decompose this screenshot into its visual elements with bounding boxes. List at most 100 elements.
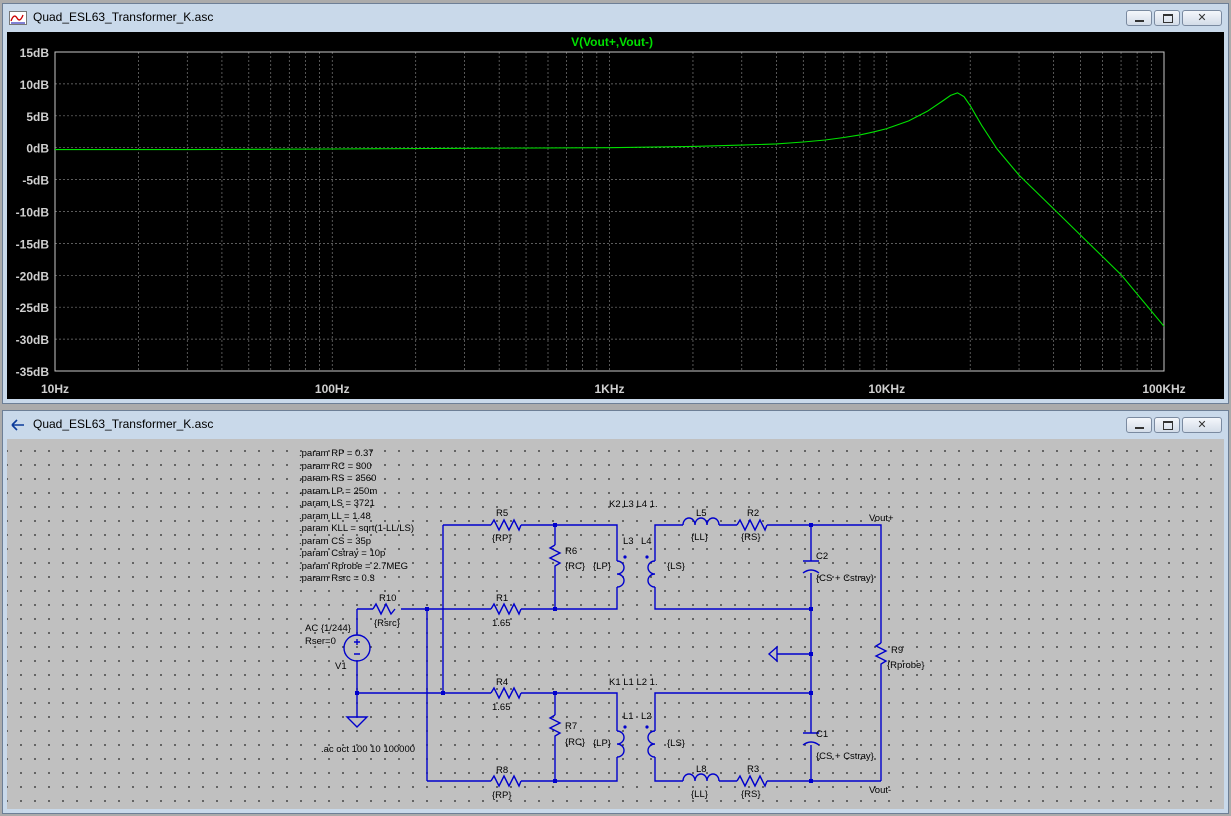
r8-value[interactable]: {RP} [492, 790, 512, 801]
r7-value[interactable]: {RC} [565, 737, 585, 748]
junctions [355, 523, 813, 783]
param-kll[interactable]: .param KLL = sqrt(1-LL/LS) [299, 523, 414, 534]
r6-name[interactable]: R6 [565, 546, 577, 557]
l3-value[interactable]: {LP} [593, 561, 611, 572]
waveform-window-title: Quad_ESL63_Transformer_K.asc [33, 10, 214, 24]
net-label-vout-plus[interactable]: Vout+ [869, 513, 894, 524]
param-rprobe[interactable]: .param Rprobe = 2.7MEG [299, 561, 408, 572]
schematic-drawing[interactable]: .param RP = 0.37 .param RC = 300 .param … [7, 439, 1226, 811]
y-tick-label: -35dB [16, 365, 50, 379]
maximize-icon[interactable] [1154, 417, 1180, 433]
l4-name[interactable]: L4 [641, 536, 652, 547]
r2-value[interactable]: {RS} [741, 532, 761, 543]
trace-line[interactable] [55, 92, 1165, 327]
r8-name[interactable]: R8 [496, 765, 508, 776]
param-rsrc[interactable]: .param Rsrc = 0.3 [299, 573, 375, 584]
param-lp[interactable]: .param LP = 250m [299, 486, 377, 497]
r10-name[interactable]: R10 [379, 593, 396, 604]
y-tick-label: -30dB [16, 333, 50, 347]
resistor-r7 [548, 714, 562, 741]
r4-value[interactable]: 1.65 [492, 702, 511, 713]
y-tick-label: 15dB [20, 46, 50, 60]
r3-name[interactable]: R3 [747, 764, 759, 775]
l1-name[interactable]: L1 [623, 711, 634, 722]
schematic-app-icon [11, 419, 24, 431]
c1-value[interactable]: {CS + Cstray} [816, 751, 874, 762]
source-value[interactable]: AC {1/244} [305, 623, 351, 634]
r9-name[interactable]: R9 [891, 645, 903, 656]
y-tick-label: 5dB [26, 110, 49, 124]
y-tick-label: -10dB [16, 206, 50, 220]
capacitor-c1 [802, 732, 820, 746]
ground-icon [345, 645, 778, 728]
schematic-titlebar[interactable]: Quad_ESL63_Transformer_K.asc [3, 411, 1228, 439]
source-name[interactable]: V1 [335, 661, 347, 672]
x-tick-label: 10KHz [868, 382, 905, 396]
plot-frame [54, 51, 1165, 372]
schematic-canvas[interactable]: .param RP = 0.37 .param RC = 300 .param … [7, 439, 1224, 809]
capacitor-c2 [802, 560, 820, 574]
l5-name[interactable]: L5 [696, 508, 707, 519]
resistor-r5 [490, 518, 522, 532]
r2-name[interactable]: R2 [747, 508, 759, 519]
y-tick-label: 10dB [20, 78, 50, 92]
coupling-dots [623, 555, 649, 729]
l3-name[interactable]: L3 [623, 536, 634, 547]
waveform-window: Quad_ESL63_Transformer_K.asc V(Vout+,Vou… [2, 3, 1229, 404]
resistors [372, 518, 888, 788]
ac-directive[interactable]: .ac oct 100 10 100000 [321, 744, 415, 755]
l1-value[interactable]: {LP} [593, 738, 611, 749]
l8-name[interactable]: L8 [696, 764, 707, 775]
resistor-r4 [490, 686, 522, 700]
r3-value[interactable]: {RS} [741, 789, 761, 800]
trace-title[interactable]: V(Vout+,Vout-) [571, 35, 653, 49]
r9-value[interactable]: {Rprobe} [887, 660, 925, 671]
waveform-titlebar[interactable]: Quad_ESL63_Transformer_K.asc [3, 4, 1228, 32]
y-tick-label: -15dB [16, 237, 50, 251]
param-ls[interactable]: .param LS = 3721 [299, 498, 375, 509]
plot-chart[interactable]: V(Vout+,Vout-) 15dB10dB5dB0dB-5dB-10dB-1… [7, 32, 1226, 401]
labels: .param RP = 0.37 .param RC = 300 .param … [299, 448, 925, 801]
schematic-window: Quad_ESL63_Transformer_K.asc [2, 410, 1229, 814]
source-rser[interactable]: Rser=0 [305, 636, 336, 647]
r1-value[interactable]: 1.65 [492, 618, 511, 629]
param-ll[interactable]: .param LL = 1.48 [299, 511, 371, 522]
close-icon[interactable] [1182, 10, 1222, 26]
l2-value[interactable]: {LS} [667, 738, 685, 749]
resistor-r9 [874, 642, 888, 673]
wires [356, 524, 882, 782]
maximize-icon[interactable] [1154, 10, 1180, 26]
coupling-top[interactable]: K2 L3 L4 1. [609, 499, 658, 510]
r1-name[interactable]: R1 [496, 593, 508, 604]
r5-value[interactable]: {RP} [492, 533, 512, 544]
coupling-bottom[interactable]: K1 L1 L2 1. [609, 677, 658, 688]
c2-name[interactable]: C2 [816, 551, 828, 562]
l5-value[interactable]: {LL} [691, 532, 708, 543]
resistor-r8 [490, 774, 522, 788]
r6-value[interactable]: {RC} [565, 561, 585, 572]
r10-value[interactable]: {Rsrc} [374, 618, 400, 629]
x-tick-label: 100Hz [315, 382, 350, 396]
net-label-vout-minus[interactable]: Vout- [869, 785, 891, 796]
resistor-r3 [736, 774, 768, 788]
minimize-icon[interactable] [1126, 417, 1152, 433]
minimize-icon[interactable] [1126, 10, 1152, 26]
l4-value[interactable]: {LS} [667, 561, 685, 572]
y-tick-label: -25dB [16, 301, 50, 315]
param-cs[interactable]: .param CS = 35p [299, 536, 371, 547]
param-rc[interactable]: .param RC = 300 [299, 461, 372, 472]
param-cstray[interactable]: .param Cstray = 10p [299, 548, 385, 559]
param-rs[interactable]: .param RS = 3560 [299, 473, 376, 484]
param-rp[interactable]: .param RP = 0.37 [299, 448, 374, 459]
close-icon[interactable] [1182, 417, 1222, 433]
l8-value[interactable]: {LL} [691, 789, 708, 800]
r7-name[interactable]: R7 [565, 721, 577, 732]
r4-name[interactable]: R4 [496, 677, 508, 688]
x-tick-label: 10Hz [41, 382, 69, 396]
l2-name[interactable]: L2 [641, 711, 652, 722]
r5-name[interactable]: R5 [496, 508, 508, 519]
c2-value[interactable]: {CS + Cstray} [816, 573, 874, 584]
c1-name[interactable]: C1 [816, 729, 828, 740]
resistor-r10 [372, 602, 396, 616]
